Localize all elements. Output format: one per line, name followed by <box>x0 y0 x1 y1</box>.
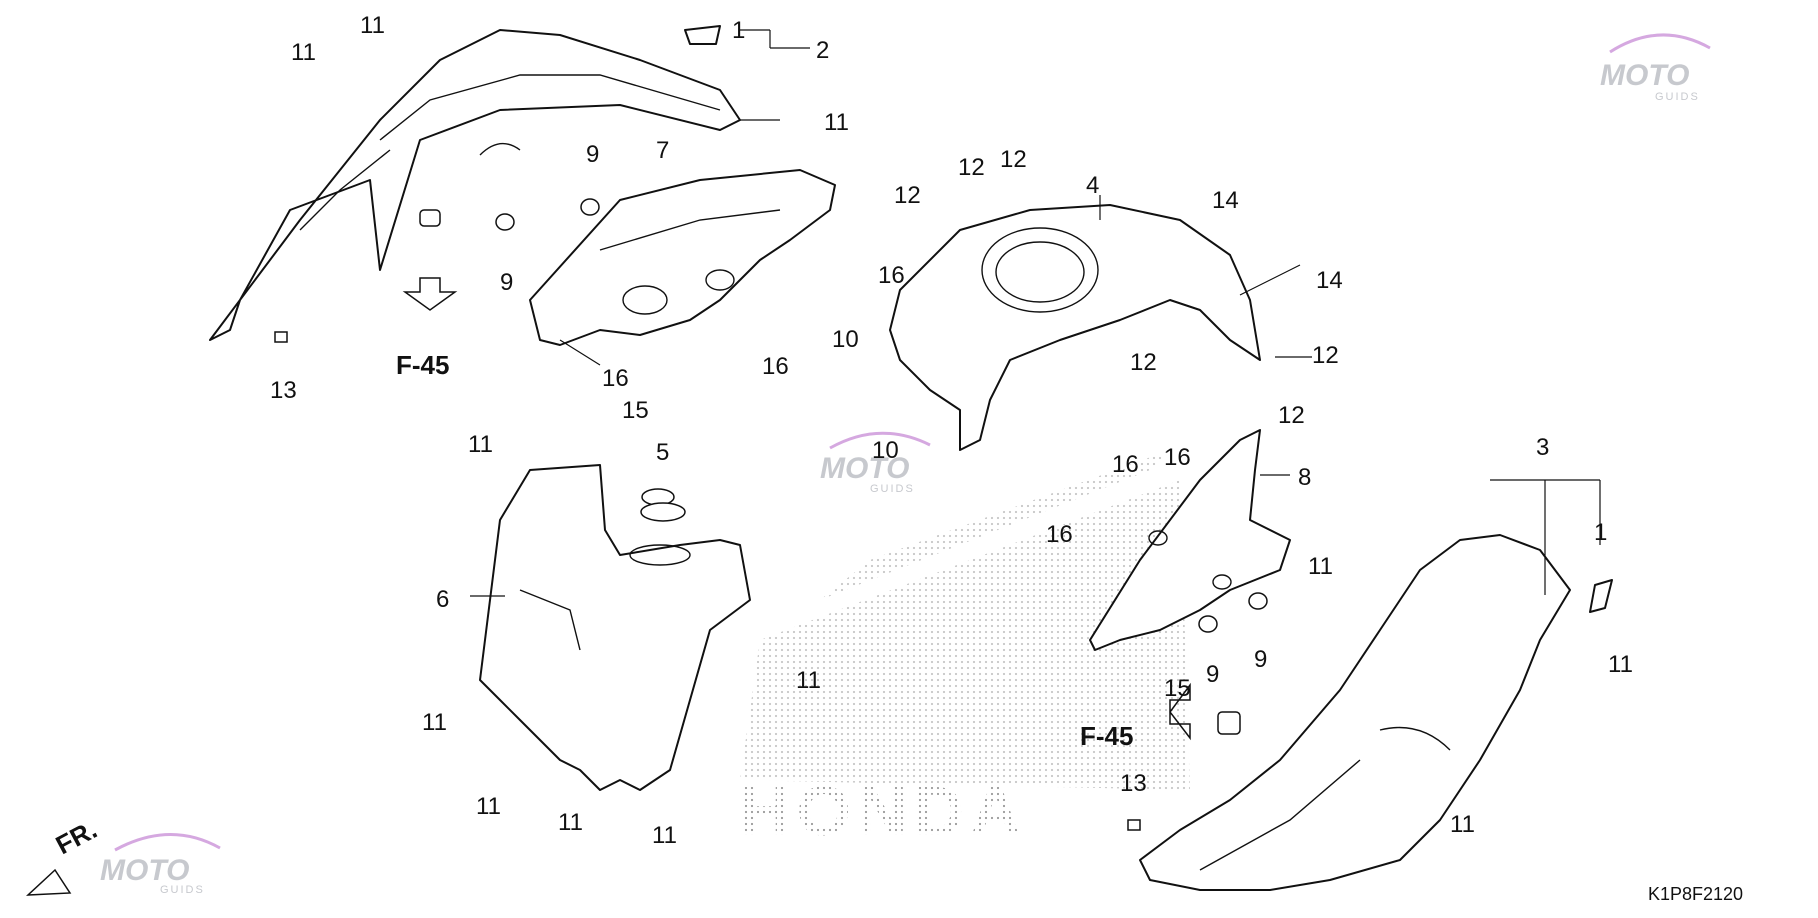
callout-11: 11 <box>468 431 493 458</box>
svg-text:GUIDS: GUIDS <box>870 483 915 495</box>
callout-9: 9 <box>500 269 513 296</box>
emblem-1 <box>684 25 721 45</box>
callout-12: 12 <box>1000 146 1027 173</box>
callout-16: 16 <box>762 353 789 380</box>
svg-text:MOTO: MOTO <box>1600 59 1689 92</box>
callout-11: 11 <box>291 39 316 66</box>
callout-11: 11 <box>824 109 849 136</box>
callout-9: 9 <box>1206 661 1219 688</box>
tank-cover-4 <box>889 204 1261 451</box>
svg-text:MOTO: MOTO <box>820 452 909 485</box>
side-bracket-8 <box>1089 429 1291 651</box>
callout-7: 7 <box>656 137 669 164</box>
honda-wing-logo <box>740 450 1190 790</box>
callout-15: 15 <box>622 397 649 424</box>
clip-13 <box>1127 819 1141 831</box>
callout-12: 12 <box>958 154 985 181</box>
callout-11: 11 <box>360 12 385 39</box>
callout-4: 4 <box>1086 172 1099 199</box>
grommet-9 <box>1248 592 1268 610</box>
callout-10: 10 <box>832 326 859 353</box>
callout-16: 16 <box>1164 444 1191 471</box>
callout-13: 13 <box>270 377 297 404</box>
callout-14: 14 <box>1212 187 1239 214</box>
honda-logo-text: HONDA <box>740 772 1027 850</box>
drawing-code: K1P8F2120 <box>1648 884 1743 904</box>
callout-11: 11 <box>652 822 677 849</box>
front-upper-cover <box>209 29 741 341</box>
watermark-logo: MOTO GUIDS <box>100 833 221 896</box>
clip-13 <box>274 331 288 343</box>
callout-11: 11 <box>422 709 447 736</box>
svg-text:GUIDS: GUIDS <box>1655 91 1700 103</box>
front-label: FR. <box>51 814 102 860</box>
callout-16: 16 <box>602 365 629 392</box>
callout-12: 12 <box>1278 402 1305 429</box>
f45-arrow-left <box>1169 682 1191 741</box>
callout-16: 16 <box>1112 451 1139 478</box>
callout-11: 11 <box>1608 651 1633 678</box>
callout-16: 16 <box>878 262 905 289</box>
callout-5: 5 <box>656 439 669 466</box>
grommet-9 <box>495 213 515 231</box>
reference-f45: F-45 <box>396 350 449 380</box>
callout-12: 12 <box>894 182 921 209</box>
callout-2: 2 <box>816 37 829 64</box>
callout-8: 8 <box>1298 464 1311 491</box>
callout-12: 12 <box>1130 349 1157 376</box>
watermark-logo: MOTO GUIDS <box>820 431 931 495</box>
callout-1: 1 <box>1594 519 1607 546</box>
watermark-logo: MOTO GUIDS <box>1600 33 1711 103</box>
callout-11: 11 <box>1308 553 1333 580</box>
svg-text:GUIDS: GUIDS <box>160 884 205 896</box>
callout-labels: 1 2 3 1 4 5 6 7 8 9 9 9 9 10 10 11 11 11… <box>270 12 1633 849</box>
grommet-5 <box>640 502 686 522</box>
callout-11: 11 <box>796 667 821 694</box>
callout-11: 11 <box>476 793 501 820</box>
callout-9: 9 <box>586 141 599 168</box>
reference-f45: F-45 <box>1080 721 1133 751</box>
emblem-1 <box>1589 579 1613 613</box>
callout-16: 16 <box>1046 521 1073 548</box>
callout-11: 11 <box>558 809 583 836</box>
callout-10: 10 <box>872 437 899 464</box>
callout-1: 1 <box>732 17 745 44</box>
callout-12: 12 <box>1312 342 1339 369</box>
svg-text:MOTO: MOTO <box>100 854 189 887</box>
side-cover-3 <box>1139 534 1571 891</box>
callout-6: 6 <box>436 586 449 613</box>
callout-9: 9 <box>1254 646 1267 673</box>
leader-lines <box>470 29 1601 597</box>
f45-arrow-down <box>402 277 458 311</box>
front-arrow <box>25 868 72 896</box>
grommet-9 <box>1198 615 1218 633</box>
callout-11: 11 <box>1450 811 1475 838</box>
callout-13: 13 <box>1120 770 1147 797</box>
grommet-9 <box>580 198 600 216</box>
grommet-box <box>1217 711 1241 735</box>
callout-15: 15 <box>1164 675 1191 702</box>
callout-14: 14 <box>1316 267 1343 294</box>
callout-3: 3 <box>1536 434 1549 461</box>
lower-inner-cover-6 <box>479 464 751 791</box>
inner-panel-7 <box>529 169 836 346</box>
